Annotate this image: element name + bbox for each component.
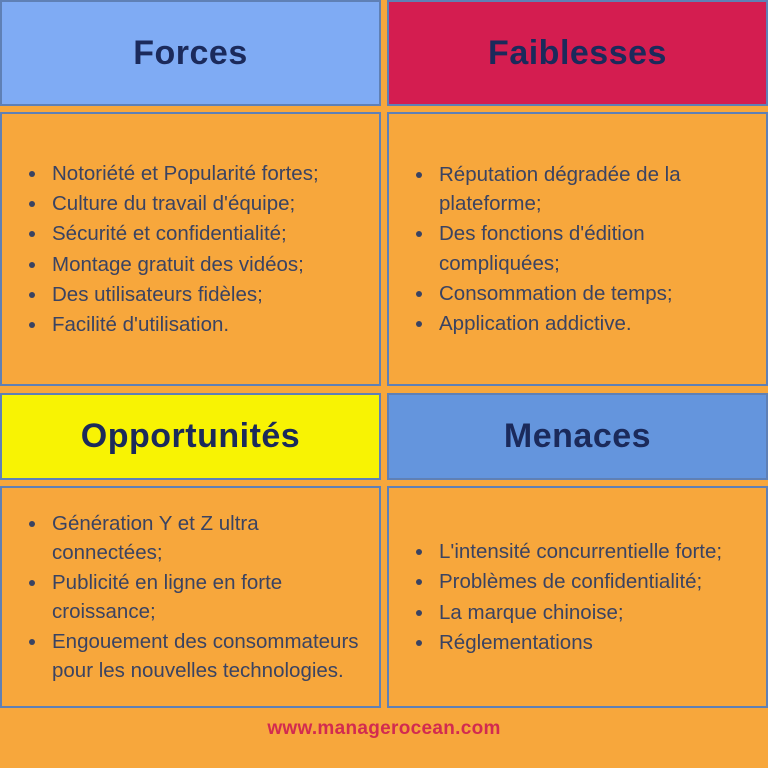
opportunites-body: Génération Y et Z ultra connectées;Publi… [0,486,381,708]
faiblesses-header: Faiblesses [387,0,768,106]
list-item: Problèmes de confidentialité; [435,567,722,596]
forces-body: Notoriété et Popularité fortes;Culture d… [0,112,381,386]
opportunites-header: Opportunités [0,393,381,480]
list-item: Des utilisateurs fidèles; [48,280,319,309]
menaces-header: Menaces [387,393,768,480]
opportunites-list: Génération Y et Z ultra connectées;Publi… [2,508,379,687]
faiblesses-list: Réputation dégradée de la plateforme;Des… [389,159,766,339]
list-item: Réputation dégradée de la plateforme; [435,160,748,218]
list-item: Sécurité et confidentialité; [48,219,319,248]
menaces-list: L'intensité concurrentielle forte;Problè… [389,536,740,657]
list-item: Consommation de temps; [435,279,748,308]
list-item: Montage gratuit des vidéos; [48,250,319,279]
list-item: La marque chinoise; [435,598,722,627]
list-item: Réglementations [435,628,722,657]
list-item: Publicité en ligne en forte croissance; [48,568,361,626]
forces-header: Forces [0,0,381,106]
list-item: Application addictive. [435,309,748,338]
footer-url: www.managerocean.com [267,717,501,739]
menaces-title: Menaces [503,417,652,455]
list-item: Facilité d'utilisation. [48,310,319,339]
list-item: Culture du travail d'équipe; [48,189,319,218]
list-item: Engouement des consommateurs pour les no… [48,627,361,685]
faiblesses-title: Faiblesses [488,33,667,72]
opportunites-title: Opportunités [80,417,301,455]
faiblesses-body: Réputation dégradée de la plateforme;Des… [387,112,768,386]
list-item: Des fonctions d'édition compliquées; [435,219,748,277]
forces-list: Notoriété et Popularité fortes;Culture d… [2,158,337,340]
list-item: Génération Y et Z ultra connectées; [48,509,361,567]
list-item: L'intensité concurrentielle forte; [435,537,722,566]
list-item: Notoriété et Popularité fortes; [48,159,319,188]
menaces-body: L'intensité concurrentielle forte;Problè… [387,486,768,708]
swot-board: Forces Faiblesses Notoriété et Popularit… [0,0,768,708]
forces-title: Forces [133,33,248,72]
footer: www.managerocean.com [0,708,768,749]
